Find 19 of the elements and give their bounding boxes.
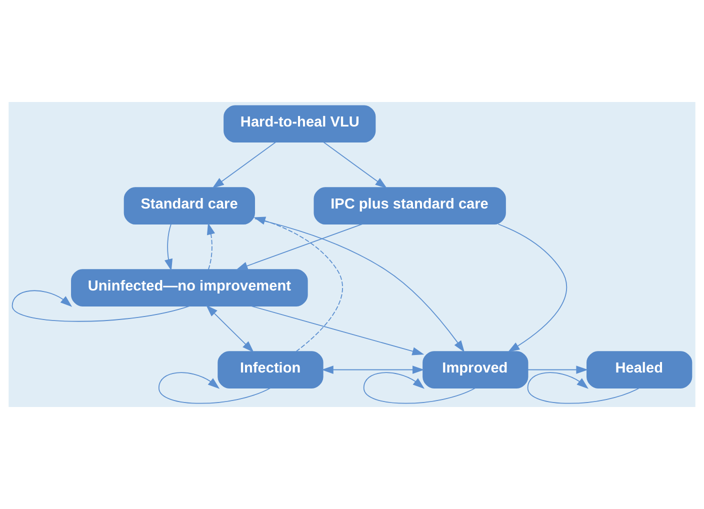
node-box: Infection <box>218 351 324 388</box>
arrow <box>212 142 276 188</box>
arrow <box>254 218 465 352</box>
arrow <box>322 366 424 374</box>
arrow <box>254 216 343 352</box>
arrow <box>236 224 362 270</box>
node-box: Improved <box>422 351 528 388</box>
node-box: Healed <box>586 351 692 388</box>
node-box: Standard care <box>124 187 255 224</box>
arrow <box>206 222 215 270</box>
arrow <box>251 306 424 356</box>
arrow <box>527 366 588 374</box>
arrow <box>323 142 388 188</box>
node-box: Hard-to-heal VLU <box>224 105 376 143</box>
arrow <box>206 305 254 352</box>
arrow <box>164 224 173 271</box>
node-box: IPC plus standard care <box>314 187 506 224</box>
arrow <box>498 224 567 352</box>
node-box: Uninfected—no improvement <box>71 269 308 306</box>
